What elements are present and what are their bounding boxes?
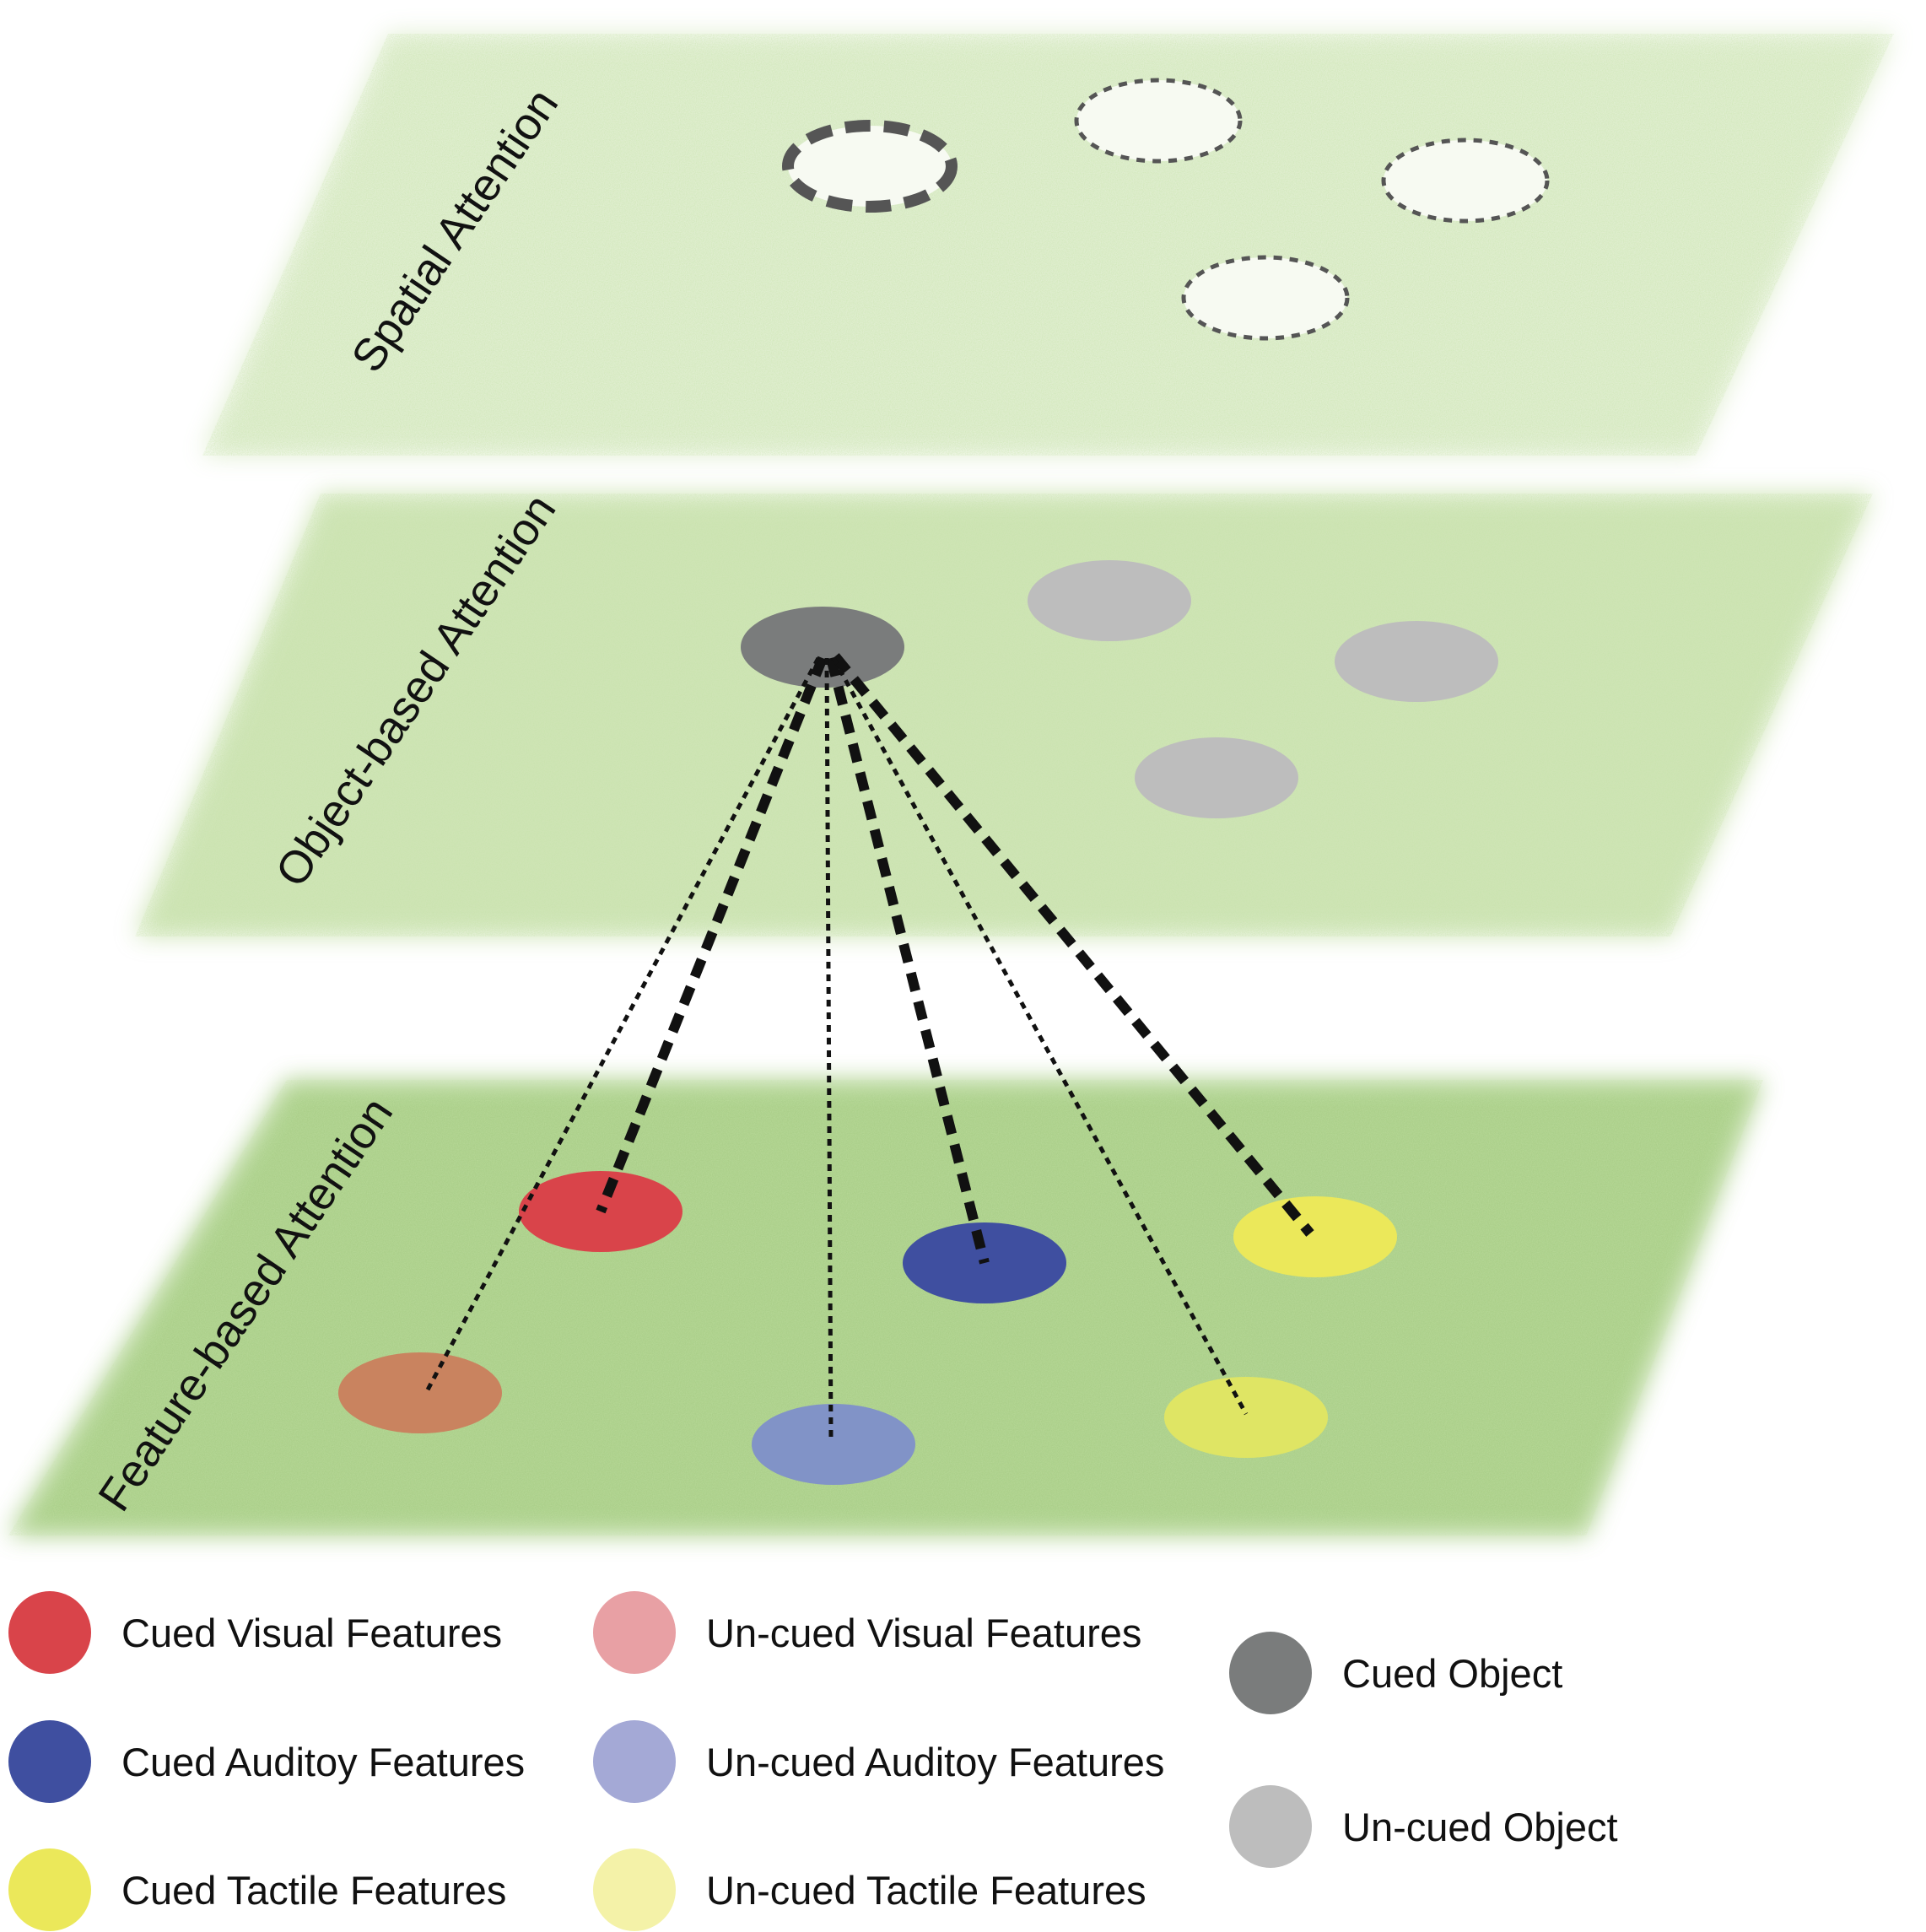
- spatial-attention-plane: Spatial Attention: [202, 34, 1894, 456]
- legend-item-uncued-tactile: Un-cued Tactile Features: [593, 1848, 1146, 1932]
- thick-connector-line: [596, 656, 828, 1214]
- connector-lines: [424, 653, 1314, 1439]
- uncued-visual-swatch: [593, 1591, 676, 1674]
- uncued-object-ellipse: [1028, 560, 1191, 641]
- legend-label: Cued Visual Features: [121, 1610, 503, 1655]
- legend-label: Un-cued Object: [1342, 1804, 1618, 1849]
- uncued-tactile-feature-ellipse: [1164, 1377, 1328, 1458]
- cued-auditory-swatch: [8, 1720, 91, 1803]
- uncued-object-ellipse: [1135, 737, 1298, 818]
- thick-connector-line: [826, 656, 990, 1265]
- uncued-object-ellipse: [1335, 621, 1498, 702]
- legend-item-uncued-object: Un-cued Object: [1229, 1784, 1618, 1869]
- legend-item-cued-object: Cued Object: [1229, 1631, 1562, 1715]
- uncued-object-swatch: [1229, 1785, 1312, 1868]
- legend-label: Cued Auditoy Features: [121, 1739, 526, 1784]
- legend-label: Un-cued Auditoy Features: [706, 1739, 1165, 1784]
- cued-location-ellipse: [782, 120, 958, 213]
- legend-label: Un-cued Tactile Features: [706, 1867, 1146, 1913]
- uncued-tactile-swatch: [593, 1848, 676, 1931]
- thin-connector-line: [831, 656, 1249, 1416]
- uncued-visual-feature-ellipse: [338, 1352, 502, 1433]
- cued-tactile-swatch: [8, 1848, 91, 1931]
- legend-label: Cued Tactile Features: [121, 1867, 507, 1913]
- legend-label: Un-cued Visual Features: [706, 1610, 1142, 1655]
- legend-item-cued-auditory: Cued Auditoy Features: [8, 1719, 525, 1804]
- uncued-location-ellipse: [1381, 138, 1550, 224]
- thin-connector-line: [824, 657, 834, 1439]
- uncued-location-ellipse: [1074, 78, 1243, 164]
- legend-item-uncued-auditory: Un-cued Auditoy Features: [593, 1719, 1164, 1804]
- uncued-auditory-feature-ellipse: [752, 1404, 915, 1485]
- thick-connector-line: [831, 653, 1314, 1237]
- legend-label: Cued Object: [1342, 1650, 1563, 1696]
- cued-visual-swatch: [8, 1591, 91, 1674]
- cued-object-swatch: [1229, 1632, 1312, 1714]
- cued-tactile-feature-ellipse: [1233, 1196, 1397, 1277]
- legend-item-cued-tactile: Cued Tactile Features: [8, 1848, 506, 1932]
- legend-item-uncued-visual: Un-cued Visual Features: [593, 1590, 1141, 1675]
- uncued-location-ellipse: [1181, 255, 1350, 341]
- cued-object-ellipse: [741, 607, 904, 688]
- object-based-attention-plane: Object-based Attention: [135, 485, 1873, 936]
- feature-based-attention-plane: Feature-based Attention: [8, 1080, 1763, 1535]
- legend-item-cued-visual: Cued Visual Features: [8, 1590, 502, 1675]
- uncued-auditory-swatch: [593, 1720, 676, 1803]
